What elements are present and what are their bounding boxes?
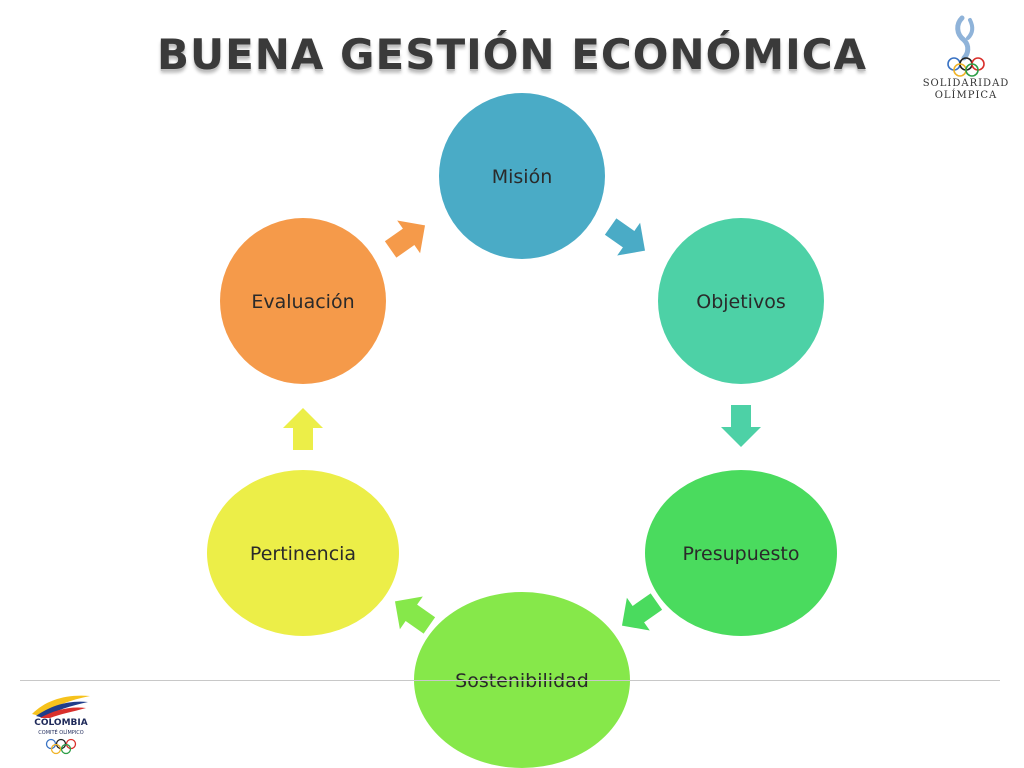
cycle-node-circle [439,93,605,259]
cycle-node-circle [220,218,386,384]
cycle-arrow-icon [394,596,436,634]
solidaridad-logo-text: SOLIDARIDAD OLÍMPICA [918,78,1014,102]
cycle-arrow-icon [384,220,426,258]
colombia-comite-olimpico-logo: COLOMBIA COMITÉ OLÍMPICO [26,690,96,760]
cycle-arrow-icon [604,218,646,256]
cycle-arrow-icon [283,408,323,450]
colombia-logo-subtitle: COMITÉ OLÍMPICO [38,730,84,736]
cycle-node: Pertinencia [207,470,399,636]
colombia-flag-swoosh-icon [32,695,90,718]
solidaridad-olimpica-logo: SOLIDARIDAD OLÍMPICA [918,10,1014,110]
cycle-node-label: Objetivos [696,291,785,313]
olympic-rings-icon [45,738,77,755]
cycle-node-circle [207,470,399,636]
cycle-arrows [283,218,761,634]
cycle-node: Evaluación [220,218,386,384]
colombia-logo-title: COLOMBIA [34,718,88,728]
cycle-node-label: Sostenibilidad [455,670,589,692]
cycle-node-label: Pertinencia [250,543,356,565]
cycle-node-circle [645,470,837,636]
cycle-nodes: MisiónObjetivosPresupuestoSostenibilidad… [207,93,837,768]
footer-divider [20,680,1000,681]
cycle-node: Objetivos [658,218,824,384]
cycle-arrow-icon [721,405,761,447]
solidaridad-emblem-icon [947,15,985,77]
cycle-node-label: Presupuesto [683,543,800,565]
cycle-node-circle [658,218,824,384]
solidaridad-logo-line2: OLÍMPICA [934,90,998,101]
cycle-arrow-icon [621,593,663,631]
cycle-node: Misión [439,93,605,259]
cycle-node-label: Misión [492,166,553,188]
cycle-node: Presupuesto [645,470,837,636]
cycle-node-label: Evaluación [251,291,354,313]
slide-title: BUENA GESTIÓN ECONÓMICA [156,30,868,79]
solidaridad-logo-line1: SOLIDARIDAD [922,78,1010,89]
